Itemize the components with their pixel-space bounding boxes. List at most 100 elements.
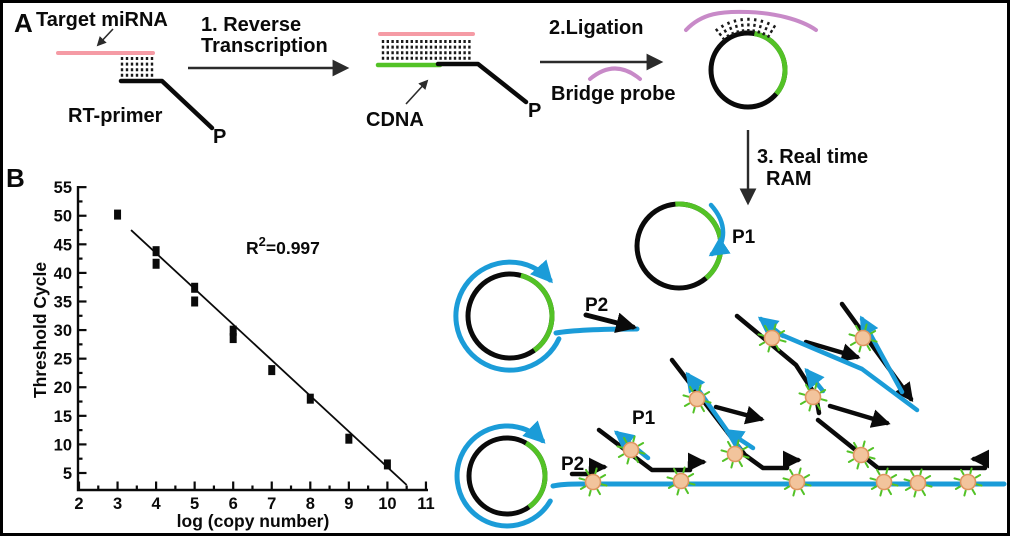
panel-a-label: A [14, 8, 33, 38]
data-point [229, 325, 237, 336]
step1-label-line1: 1. Reverse [201, 14, 301, 36]
data-point [152, 246, 160, 257]
r-squared-annotation: R2=0.997 [246, 234, 320, 258]
bridge-pair-dash [752, 17, 757, 33]
data-point [191, 296, 199, 307]
ram-product-backbone [550, 481, 1007, 489]
y-tick-label: 15 [54, 408, 72, 426]
p2-primer-arrow [583, 312, 638, 334]
p1-label: P1 [732, 227, 756, 248]
rolling-circle-p2: P2 [453, 259, 640, 373]
branch-strands-blue [613, 315, 920, 461]
p2-label: P2 [585, 295, 608, 316]
branch-strand [815, 417, 990, 471]
padlock-green-arc [465, 271, 555, 361]
y-tick-label: 25 [54, 351, 72, 369]
nascent-strand [723, 428, 756, 451]
base-pairing-dashes [120, 57, 154, 78]
x-tick-label: 2 [74, 495, 83, 513]
bridge-pair-dash [733, 18, 740, 34]
data-point [191, 282, 199, 293]
y-tick-label: 20 [54, 379, 72, 397]
p2-label-bottom: P2 [561, 454, 584, 475]
x-tick-label: 7 [267, 495, 276, 513]
cdna-pointer-arrow [405, 79, 429, 105]
bridge-pairing-dashes [714, 16, 777, 41]
bridge-probe-strand [684, 9, 818, 32]
x-tick-label: 10 [378, 495, 396, 513]
bridge-pair-dash [757, 18, 764, 34]
step3-label-line2: RAM [766, 168, 812, 190]
branch-strand [596, 427, 707, 473]
r-squared-value: =0.997 [266, 238, 320, 258]
rt-primer-strand [118, 78, 215, 131]
panel-b-label: B [6, 163, 25, 193]
bridge-pair-dash [762, 20, 771, 36]
y-tick-label: 35 [54, 293, 72, 311]
primer-arrow [803, 339, 861, 362]
cdna-label: CDNA [366, 109, 424, 131]
base-pairing-dashes-2 [381, 40, 471, 60]
ram-schematic: P1 P2 P2 P1 [453, 201, 1007, 529]
x-axis-title: log (copy number) [177, 511, 330, 531]
target-mirna-label: Target miRNA [36, 9, 168, 31]
target-mirna-pointer-arrow [96, 28, 114, 47]
x-tick-label: 5 [190, 495, 199, 513]
step2-label: 2.Ligation [549, 17, 643, 39]
rolling-product-tail [553, 326, 640, 336]
step1-label-line2: Transcription [201, 35, 328, 57]
p1-label-bottom: P1 [632, 408, 656, 429]
data-point [345, 433, 353, 444]
y-axis-title: Threshold Cycle [30, 262, 50, 398]
y-tick-label: 40 [54, 265, 72, 283]
p1-primer-arrow [708, 202, 731, 257]
data-point [306, 393, 314, 404]
fit-line [130, 229, 408, 486]
p2-hook-primer [569, 457, 608, 477]
primer-arrow [713, 404, 765, 425]
bridge-pair-dash [726, 20, 735, 36]
y-tick-label: 50 [54, 208, 72, 226]
bridge-probe-label: Bridge probe [551, 83, 675, 105]
x-tick-label: 9 [344, 495, 353, 513]
bridge-pair-dash [766, 24, 777, 39]
data-point [268, 365, 276, 376]
bridge-pair-dash [720, 23, 730, 38]
nascent-strand [859, 315, 905, 395]
x-tick-label: 11 [417, 495, 434, 513]
data-point [114, 209, 122, 220]
rolling-product-strand [453, 259, 562, 373]
data-point [229, 333, 237, 344]
circle-with-p1: P1 [634, 201, 756, 291]
r-squared-sup: 2 [259, 234, 266, 249]
x-tick-label: 8 [306, 495, 315, 513]
y-tick-label: 30 [54, 322, 72, 340]
primer-arrow [827, 403, 891, 428]
nascent-strand [767, 327, 920, 413]
x-tick-label: 4 [152, 495, 162, 513]
y-tick-label: 55 [54, 179, 72, 197]
data-point [152, 258, 160, 269]
padlock-green-arc [708, 30, 788, 110]
x-tick-label: 3 [113, 495, 122, 513]
step3-label-line1: 3. Real time [757, 146, 868, 168]
nascent-strand [804, 367, 826, 394]
r-squared-base: R [246, 238, 259, 258]
phosphate-label: P [213, 126, 226, 148]
ligated-circle [684, 9, 818, 110]
bridge-probe-glyph [588, 66, 642, 81]
y-tick-label: 5 [63, 465, 72, 483]
x-tick-label: 6 [229, 495, 238, 513]
branch-strand [839, 301, 914, 403]
bridge-pair-dash [740, 17, 745, 33]
y-tick-label: 10 [54, 436, 72, 454]
bridge-pair-dash [714, 27, 726, 41]
y-tick-label: 45 [54, 236, 72, 254]
rolling-circle-amplification: P2 P1 [454, 408, 1007, 529]
rolling-product-strand [454, 420, 553, 529]
